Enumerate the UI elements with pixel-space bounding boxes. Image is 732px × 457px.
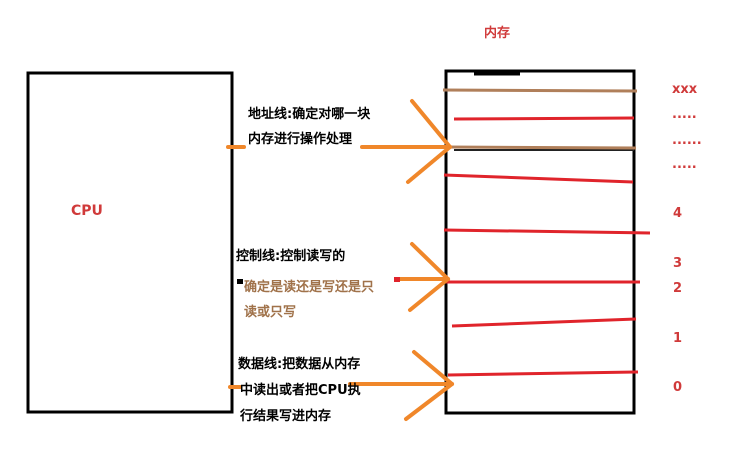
slot-label-xxx: xxx bbox=[672, 82, 698, 97]
control-bus-description-1: 确定是读还是写还是只 bbox=[244, 280, 375, 295]
memory-line-dots-2 bbox=[445, 145, 637, 150]
slot-label-1: 1 bbox=[673, 331, 683, 346]
memory-box bbox=[444, 69, 636, 415]
data-bus-description-1: 中读出或者把CPU执 bbox=[240, 383, 361, 398]
control-bus-arrow bbox=[396, 242, 450, 312]
memory-line-0 bbox=[447, 370, 639, 377]
memory-line-dots-3 bbox=[443, 173, 634, 184]
slot-label-4: 4 bbox=[673, 206, 683, 221]
control-bus-label: 控制线:控制读写的 bbox=[236, 249, 346, 264]
address-bus-label: 地址线:确定对哪一块 bbox=[248, 107, 371, 122]
slot-label-dots-1: ..... bbox=[672, 107, 697, 122]
slot-label-2: 2 bbox=[673, 281, 683, 296]
cpu-label: CPU bbox=[71, 203, 103, 219]
address-bus-description: 内存进行操作处理 bbox=[248, 132, 353, 147]
control-bus-description-2: 读或只写 bbox=[244, 305, 297, 320]
cpu-box bbox=[26, 71, 234, 414]
slot-label-dots-3: ..... bbox=[672, 157, 697, 172]
slot-label-3: 3 bbox=[673, 256, 683, 271]
slot-label-0: 0 bbox=[673, 380, 683, 395]
memory-title: 内存 bbox=[484, 26, 511, 41]
data-bus-label: 数据线:把数据从内存 bbox=[238, 357, 361, 372]
control-bus-marker-right bbox=[394, 277, 400, 282]
slot-label-dots-2: ...... bbox=[672, 133, 702, 148]
control-bus-marker-left bbox=[237, 279, 243, 284]
memory-line-dots-1 bbox=[453, 116, 635, 121]
memory-line-4 bbox=[443, 228, 651, 235]
memory-line-xxx bbox=[442, 88, 638, 93]
address-bus-arrow bbox=[226, 99, 452, 184]
memory-line-1 bbox=[451, 317, 637, 328]
data-bus-description-2: 行结果写进内存 bbox=[240, 409, 332, 424]
data-bus-arrow bbox=[228, 350, 454, 421]
